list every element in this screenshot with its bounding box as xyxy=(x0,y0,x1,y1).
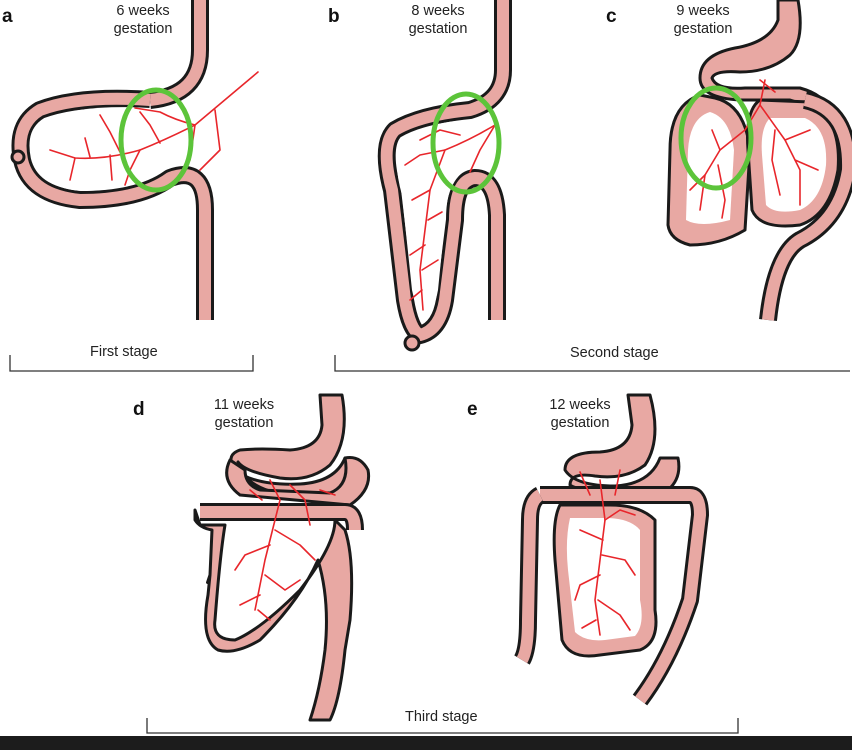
second-stage-label: Second stage xyxy=(566,345,663,361)
panel-b-caption: 8 weeks gestation xyxy=(383,2,493,38)
panel-b-caption-weeks: 8 weeks xyxy=(411,3,465,19)
panel-e-caption-gestation: gestation xyxy=(550,415,610,431)
panel-d-midgut-body xyxy=(193,508,354,722)
panel-a-diagram xyxy=(10,0,259,320)
panel-c-highlight-ring xyxy=(678,85,754,191)
panel-d-caption: 11 weeks gestation xyxy=(189,396,299,432)
panel-a-caption-weeks: 6 weeks xyxy=(116,3,170,19)
panel-c-stomach xyxy=(698,0,830,114)
panel-e-letter: e xyxy=(467,399,478,420)
panel-d-letter: d xyxy=(133,399,145,420)
panel-a-caption: 6 weeks gestation xyxy=(88,2,198,38)
panel-d-caption-weeks: 11 weeks xyxy=(213,397,275,413)
panel-c-caption-gestation: gestation xyxy=(673,21,733,37)
panel-e-caption-weeks: 12 weeks xyxy=(549,397,611,413)
third-stage-bracket xyxy=(146,718,739,734)
panel-b-bud xyxy=(403,334,421,352)
second-stage-bracket xyxy=(334,355,850,372)
panel-e-diagram xyxy=(513,393,709,706)
panel-d-upper-loop xyxy=(225,456,371,507)
panel-a-bud xyxy=(10,149,26,165)
first-stage-label: First stage xyxy=(86,344,162,360)
first-stage-bracket xyxy=(9,355,254,372)
panel-c-caption-weeks: 9 weeks xyxy=(676,3,730,19)
panel-c-diagram xyxy=(666,0,852,322)
bottom-border-bar xyxy=(0,736,852,750)
third-stage-label: Third stage xyxy=(401,709,482,725)
panel-b-diagram xyxy=(377,0,512,352)
panel-e-stomach xyxy=(563,393,681,494)
panel-b-highlight-ring xyxy=(430,91,502,195)
panel-a-letter: a xyxy=(2,6,13,27)
panel-a-caption-gestation: gestation xyxy=(113,21,173,37)
panel-b-letter: b xyxy=(328,6,340,27)
panel-b-caption-gestation: gestation xyxy=(408,21,468,37)
panel-a-highlight-ring xyxy=(118,87,194,193)
panel-c-letter: c xyxy=(606,6,617,27)
panel-c-caption: 9 weeks gestation xyxy=(648,2,758,38)
panel-d-diagram xyxy=(193,393,371,722)
panel-d-caption-gestation: gestation xyxy=(214,415,274,431)
panel-e-caption: 12 weeks gestation xyxy=(525,396,635,432)
